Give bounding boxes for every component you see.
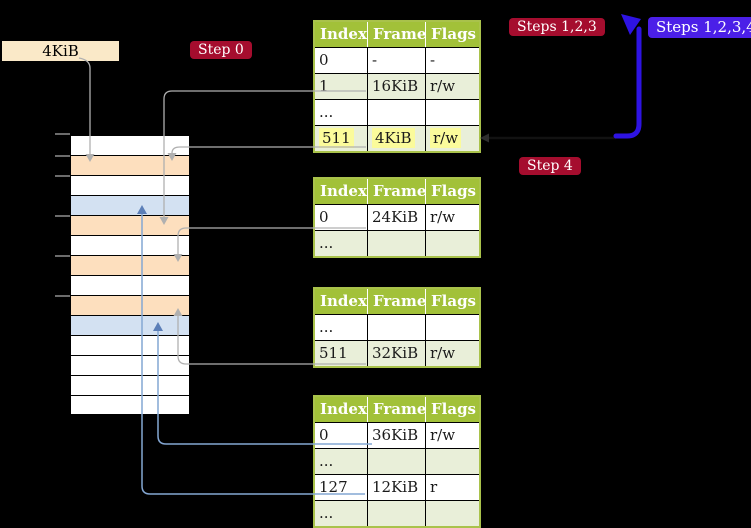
cell-index: ... — [319, 504, 334, 522]
cell-flags — [425, 501, 479, 526]
header-index: Index — [320, 400, 367, 418]
table-header: Index Frame Flags — [315, 22, 479, 47]
cell-frame: 24KiB — [367, 205, 425, 230]
table-row: 511 32KiB r/w — [315, 340, 479, 366]
highlight: 4KiB — [372, 128, 415, 148]
memory-frame-cell-white — [71, 395, 189, 415]
table-row: 1 16KiB r/w — [315, 73, 479, 99]
cell-frame: 32KiB — [367, 341, 425, 366]
header-index: Index — [320, 25, 367, 43]
table-row-highlighted: 511 4KiB r/w — [315, 125, 479, 151]
memory-frame-cell-white — [71, 275, 189, 295]
memory-frame-cell-blue — [71, 315, 189, 335]
cell-flags — [425, 315, 479, 340]
table-row: ... — [315, 314, 479, 340]
header-index: Index — [320, 182, 367, 200]
header-index: Index — [320, 292, 367, 310]
memory-frame-cell-white — [71, 355, 189, 375]
step0-badge: Step 0 — [190, 41, 252, 59]
memory-frame-cell-white — [71, 335, 189, 355]
cell-flags: r/w — [425, 74, 479, 99]
header-flags: Flags — [425, 289, 479, 314]
table-row: 0 - - — [315, 47, 479, 73]
memory-frame-cell-white — [71, 375, 189, 395]
cell-index: ... — [319, 318, 334, 336]
cell-flags: - — [425, 48, 479, 73]
cell-flags: r/w — [425, 205, 479, 230]
table-row: 127 12KiB r — [315, 474, 479, 500]
steps1234-badge: Steps 1,2,3,4 — [648, 17, 751, 38]
arrowhead-up-left-icon — [621, 14, 641, 35]
cell-index: 0 — [319, 426, 329, 444]
memory-frame-cell-orange — [71, 155, 189, 175]
header-flags: Flags — [425, 179, 479, 204]
header-flags: Flags — [425, 397, 479, 422]
header-frame: Frame — [367, 22, 426, 47]
page-table-3: Index Frame Flags ... 511 32KiB r/w — [313, 287, 481, 368]
cell-frame: 4KiB — [367, 126, 425, 151]
header-frame: Frame — [367, 397, 426, 422]
step4-badge: Step 4 — [519, 157, 581, 175]
header-frame: Frame — [367, 179, 426, 204]
cell-flags: r/w — [425, 126, 479, 151]
header-frame: Frame — [367, 289, 426, 314]
cell-flags: r/w — [425, 341, 479, 366]
memory-frame-cell-white — [71, 135, 189, 155]
memory-frame-cell-blue — [71, 195, 189, 215]
cell-frame — [367, 501, 425, 526]
memory-frame-cell-orange — [71, 295, 189, 315]
memory-ticks — [55, 133, 70, 297]
cell-index: ... — [319, 234, 334, 252]
table-row: 0 24KiB r/w — [315, 204, 479, 230]
table-row: ... — [315, 230, 479, 256]
physical-memory-stack — [70, 135, 190, 415]
cell-index: ... — [319, 103, 334, 121]
cell-index: ... — [319, 452, 334, 470]
memory-frame-cell-white — [71, 235, 189, 255]
table-header: Index Frame Flags — [315, 179, 479, 204]
cell-flags — [425, 100, 479, 125]
table-row: ... — [315, 500, 479, 526]
table-row: ... — [315, 99, 479, 125]
memory-frame-cell-orange — [71, 215, 189, 235]
cell-index: 1 — [319, 77, 329, 95]
cell-frame: - — [367, 48, 425, 73]
table-row: ... — [315, 448, 479, 474]
highlight: r/w — [430, 128, 462, 148]
highlight: 511 — [319, 128, 354, 148]
cell-flags — [425, 449, 479, 474]
cell-flags — [425, 231, 479, 256]
table-row: 0 36KiB r/w — [315, 422, 479, 448]
cell-frame: 16KiB — [367, 74, 425, 99]
cell-frame: 12KiB — [367, 475, 425, 500]
steps123-badge: Steps 1,2,3 — [509, 18, 605, 36]
memory-frame-cell-white — [71, 175, 189, 195]
page-table-4: Index Frame Flags 0 36KiB r/w ... 127 12… — [313, 395, 481, 528]
cell-index: 0 — [319, 208, 329, 226]
cell-frame — [367, 315, 425, 340]
cell-flags: r/w — [425, 423, 479, 448]
cell-flags: r — [425, 475, 479, 500]
cell-index: 0 — [319, 51, 329, 69]
header-flags: Flags — [425, 22, 479, 47]
page-size-box: 4KiB — [2, 41, 119, 61]
page-table-2: Index Frame Flags 0 24KiB r/w ... — [313, 177, 481, 258]
cell-frame: 36KiB — [367, 423, 425, 448]
cell-index: 511 — [319, 344, 348, 362]
cell-frame — [367, 231, 425, 256]
steps-arrow — [613, 26, 642, 139]
page-table-1: Index Frame Flags 0 - - 1 16KiB r/w ... … — [313, 20, 481, 153]
cell-index: 511 — [315, 126, 367, 151]
cell-frame — [367, 449, 425, 474]
cell-frame — [367, 100, 425, 125]
arrowhead-left-icon — [480, 133, 489, 143]
memory-frame-cell-orange — [71, 255, 189, 275]
table-header: Index Frame Flags — [315, 289, 479, 314]
table-header: Index Frame Flags — [315, 397, 479, 422]
cell-index: 127 — [319, 478, 348, 496]
